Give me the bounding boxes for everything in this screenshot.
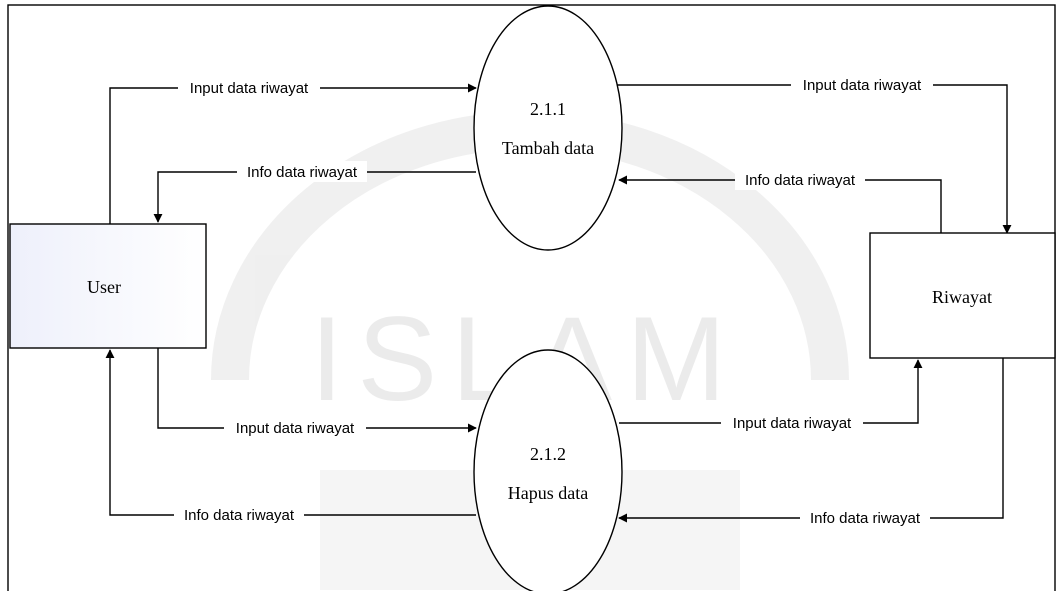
entity-riwayat-label: Riwayat [932, 287, 992, 307]
flow-line-riwayat-to-hapus [618, 358, 1004, 523]
flow-line-user-to-hapus [157, 348, 477, 433]
flow-line-riwayat-to-tambah [618, 175, 942, 233]
flow-label-group: Input data riwayat Info data riwayat Inp… [174, 74, 933, 528]
process-hapus-data: 2.1.2 Hapus data [473, 349, 623, 591]
process-tambah-name: Tambah data [502, 138, 594, 158]
flow-line-hapus-to-riwayat [619, 359, 923, 424]
flow-line-user-to-tambah [109, 83, 477, 224]
flow-label-riwayat-to-tambah: Info data riwayat [745, 172, 856, 189]
flow-label-user-to-tambah: Input data riwayat [190, 80, 309, 97]
flow-line-hapus-to-user [105, 349, 476, 516]
flow-label-tambah-to-user: Info data riwayat [247, 164, 358, 181]
flow-label-hapus-to-user: Info data riwayat [184, 507, 295, 524]
entity-user-label: User [87, 277, 121, 297]
process-hapus-name: Hapus data [508, 483, 588, 503]
process-hapus-number: 2.1.2 [530, 444, 566, 464]
flow-label-hapus-to-riwayat: Input data riwayat [733, 415, 852, 432]
entity-riwayat: Riwayat [869, 232, 1056, 359]
flow-label-riwayat-to-hapus: Info data riwayat [810, 510, 921, 527]
flow-line-tambah-to-riwayat [617, 84, 1012, 234]
flow-label-tambah-to-riwayat: Input data riwayat [803, 77, 922, 94]
flow-line-tambah-to-user [153, 171, 476, 223]
process-tambah-data: 2.1.1 Tambah data [473, 5, 623, 251]
process-tambah-number: 2.1.1 [530, 99, 566, 119]
flow-label-user-to-hapus: Input data riwayat [236, 420, 355, 437]
entity-user: User [9, 223, 207, 349]
